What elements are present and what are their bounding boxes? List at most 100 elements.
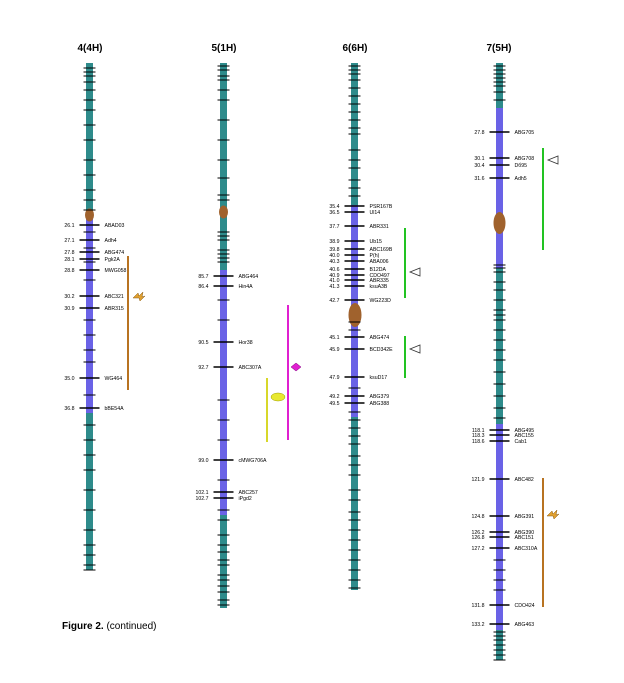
marker-position: 127.2 — [472, 546, 485, 552]
marker-position: 27.1 — [64, 238, 74, 244]
marker-name: Ul14 — [370, 210, 381, 216]
chromosome-title: 6(6H) — [342, 43, 367, 54]
marker-position: 118.3 — [472, 433, 485, 439]
marker-position: 28.8 — [64, 268, 74, 274]
marker-name: MWG058 — [105, 268, 127, 274]
chromosome-4-4h: 4(4H) 26.1 ABAD03 27.1 Adh4 27.8 ABG474 28.1 Pg… — [64, 43, 146, 571]
marker-position: 31.6 — [474, 176, 484, 182]
marker-name: Hin4A — [239, 284, 254, 290]
marker-name: ABG391 — [515, 514, 535, 520]
marker-position: 35.4 — [329, 204, 339, 210]
marker-name: ABC482 — [515, 477, 534, 483]
marker-position: 99.0 — [198, 458, 208, 464]
marker-position: 86.4 — [198, 284, 208, 290]
marker-name: ABC257 — [239, 490, 258, 496]
marker-position: 92.7 — [198, 365, 208, 371]
marker-position: 36.8 — [64, 406, 74, 412]
centromere — [493, 212, 506, 234]
marker-position: 126.2 — [472, 530, 485, 536]
marker-name: ABG390 — [515, 530, 535, 536]
chromosome-bar — [496, 63, 503, 660]
marker-name: ABG495 — [515, 428, 535, 434]
marker-position: 30.1 — [474, 156, 484, 162]
marker-name: ABR331 — [370, 224, 389, 230]
marker-segment — [496, 424, 503, 630]
marker-position: 27.8 — [474, 130, 484, 136]
marker-name: ABC310A — [515, 546, 538, 552]
marker-position: 37.7 — [329, 224, 339, 230]
marker-name: WG223D — [370, 298, 392, 304]
marker-name: ABG474 — [105, 250, 125, 256]
marker-name: cMWG706A — [239, 458, 268, 464]
marker-position: 40.6 — [329, 267, 339, 273]
marker-position: 30.9 — [64, 306, 74, 312]
marker-name: CDO497 — [370, 273, 390, 279]
marker-segment — [86, 218, 93, 413]
marker-position: 45.9 — [329, 347, 339, 353]
chromosome-title: 7(5H) — [486, 43, 511, 54]
marker-position: 40.0 — [329, 253, 339, 259]
marker-position: 41.3 — [329, 284, 339, 290]
marker-name: PSR167B — [370, 204, 393, 210]
marker-name: ABG379 — [370, 394, 390, 400]
marker-position: 38.9 — [329, 239, 339, 245]
marker-position: 30.2 — [64, 294, 74, 300]
marker-name: ABG463 — [515, 622, 535, 628]
marker-position: 49.2 — [329, 394, 339, 400]
marker-position: 39.8 — [329, 247, 339, 253]
triangle-icon — [546, 155, 559, 165]
marker-position: 102.7 — [196, 496, 209, 502]
marker-position: 118.1 — [472, 428, 485, 434]
marker-position: 42.7 — [329, 298, 339, 304]
triangle-icon — [408, 344, 421, 354]
marker-position: 133.2 — [472, 622, 485, 628]
marker-name: ABAD03 — [105, 223, 125, 229]
marker-name: ABC321 — [105, 294, 124, 300]
marker-position: 124.8 — [472, 514, 485, 520]
marker-position: 30.4 — [474, 163, 484, 169]
marker-name: Pgk2A — [105, 257, 121, 263]
lightning-icon — [132, 291, 146, 302]
triangle-icon — [408, 267, 421, 277]
marker-name: ABR335 — [370, 278, 389, 284]
marker-position: 26.1 — [64, 223, 74, 229]
marker-position: 47.9 — [329, 375, 339, 381]
marker-position: 40.3 — [329, 259, 339, 265]
lightning-icon — [546, 509, 560, 520]
marker-name: ABG708 — [515, 156, 535, 162]
marker-position: 36.5 — [329, 210, 339, 216]
marker-name: ABC151 — [515, 535, 534, 541]
marker-position: 126.8 — [472, 535, 485, 541]
marker-name: Ub15 — [370, 239, 383, 245]
marker-name: ABR315 — [105, 306, 124, 312]
centromere — [219, 205, 228, 219]
marker-name: Dб95 — [515, 163, 528, 169]
marker-segment — [220, 270, 227, 515]
marker-name: iPgd2 — [239, 496, 252, 502]
marker-name: CDO424 — [515, 603, 535, 609]
marker-name: Adh5 — [515, 176, 527, 182]
marker-position: 85.7 — [198, 274, 208, 280]
marker-name: P(h) — [370, 253, 380, 259]
marker-name: Adh4 — [105, 238, 117, 244]
marker-name: BCD342E — [370, 347, 394, 353]
marker-position: 40.9 — [329, 273, 339, 279]
marker-position: 28.1 — [64, 257, 74, 263]
marker-position: 35.0 — [64, 376, 74, 382]
marker-position: 131.8 — [472, 603, 485, 609]
ellipse-icon — [270, 392, 286, 402]
marker-position: 102.1 — [196, 490, 209, 496]
marker-name: Cab1 — [515, 439, 528, 445]
marker-name: WG464 — [105, 376, 123, 382]
marker-name: ksuD17 — [370, 375, 388, 381]
figure-caption-text: (continued) — [106, 621, 157, 632]
marker-name: ABC169B — [370, 247, 393, 253]
marker-position: 118.6 — [472, 439, 485, 445]
centromere — [348, 303, 362, 327]
centromere — [85, 208, 94, 222]
marker-position: 27.8 — [64, 250, 74, 256]
chromosome-title: 4(4H) — [77, 43, 102, 54]
chromosome-6-6h: 6(6H) 35.4 PSR167B 36.5 Ul14 37.7 ABR331 38.9 U… — [329, 43, 421, 590]
